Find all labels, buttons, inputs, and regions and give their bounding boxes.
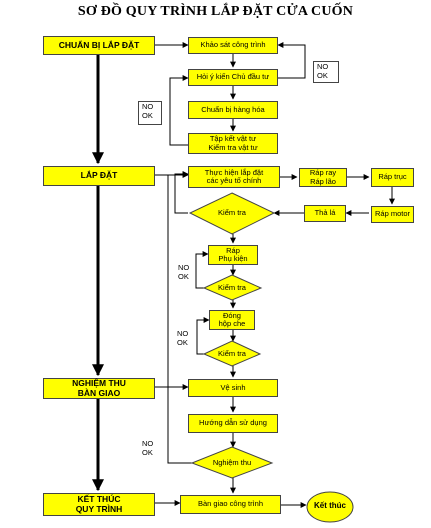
decision-finish: Kết thúc [314,501,346,511]
step-follow-design: Thực hiện lắp đặt các yêu tố chính [188,166,280,188]
no-ok-label-gather: NO OK [138,101,162,125]
feedback-loops [167,42,306,464]
step-cleaning: Vệ sinh [188,379,278,397]
loop-check2 [195,251,209,289]
stage-install: LẮP ĐẶT [43,166,155,186]
decision-check1: Kiểm tra [218,208,246,218]
step-guide: Hướng dẫn sử dụng [188,414,278,433]
loop-consult-survey [277,42,306,79]
step-consult: Hỏi ý kiến Chủ đầu tư [188,69,278,86]
step-accessories: Ráp Phụ kiện [208,245,258,265]
diamond-check2 [202,274,263,301]
no-ok-label-check2: NO OK [178,263,190,281]
stage-acceptance: NGHIỆM THU BÀN GIAO [43,378,155,399]
step-drop: Thả lá [304,205,346,222]
page-title: SƠ ĐỒ QUY TRÌNH LẮP ĐẶT CỬA CUỐN [77,4,354,19]
no-ok-label-consult: NO OK [313,61,339,83]
step-motor: Ráp motor [371,206,414,223]
stage-end: KẾT THÚC QUY TRÌNH [43,493,155,516]
loop-check1 [174,171,189,214]
stage-step-links [155,42,189,506]
step-shaft: Ráp trục [371,168,414,187]
decision-check3: Kiểm tra [218,348,246,358]
step-gather: Tập kết vật tư Kiểm tra vật tư [188,133,278,154]
stage-prep: CHUẨN BỊ LẮP ĐẶT [43,36,155,55]
diamond-acceptance [190,446,274,479]
decision-shapes [188,192,354,523]
loop-acceptance [167,175,192,464]
step-handover: Bàn giao công trình [180,495,281,514]
step-cover: Đóng hộp che [209,310,255,330]
decision-acceptance: Nghiệm thu [212,457,252,467]
diamond-check3 [202,340,262,367]
decision-check2: Kiểm tra [218,282,246,292]
diamond-check1 [188,192,276,235]
step-prepare-goods: Chuẩn bị hàng hóa [188,101,278,119]
ellipse-finish [306,491,354,523]
step-flow [230,54,395,508]
step-survey: Khảo sát công trình [188,37,278,54]
step-rail: Ráp ray Ráp lão [299,168,347,187]
loop-gather-consult [169,75,189,146]
loop-check3 [196,317,210,355]
no-ok-label-check3: NO OK [177,329,189,347]
no-ok-label-acceptance: NO OK [142,439,154,457]
